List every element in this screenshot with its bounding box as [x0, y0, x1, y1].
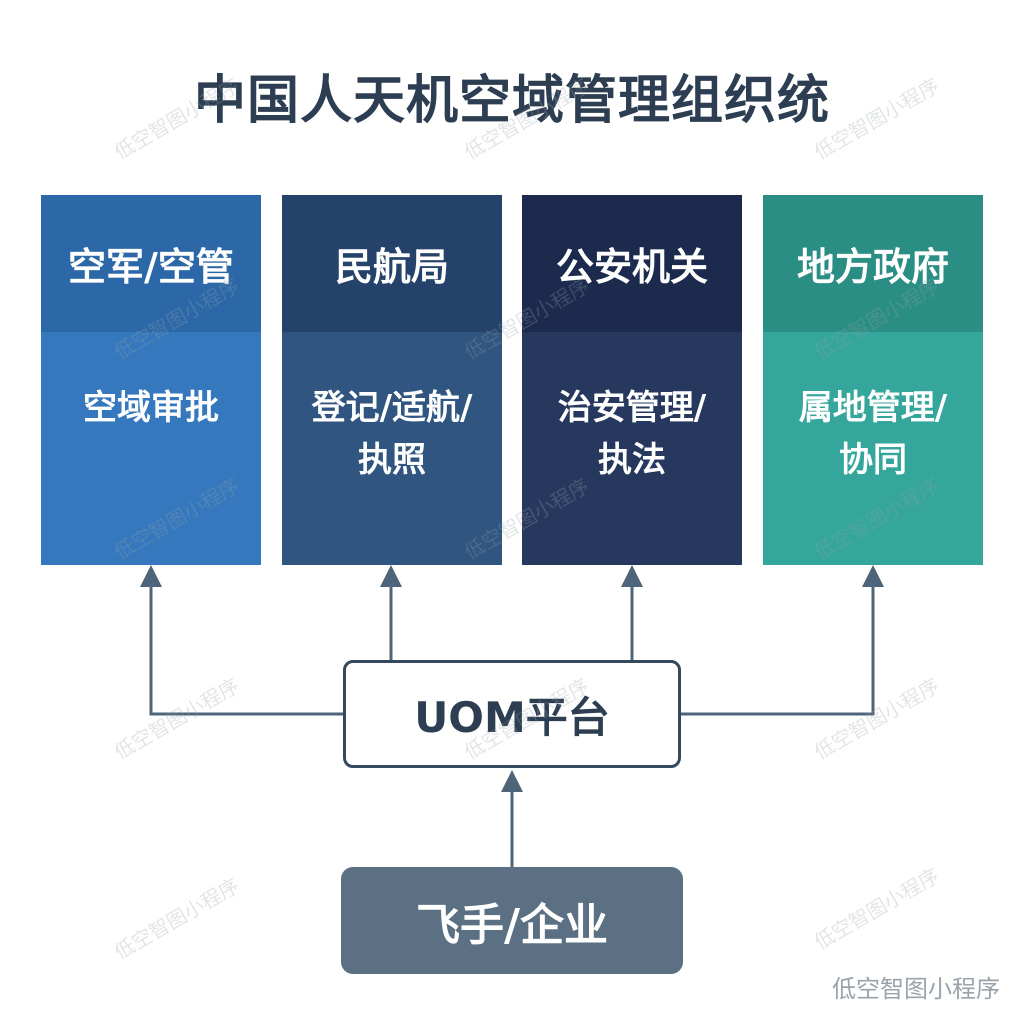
authority-column-police: 公安机关 治安管理/ 执法 [522, 195, 742, 565]
column-body: 治安管理/ 执法 [522, 332, 742, 565]
column-header: 空军/空管 [41, 195, 261, 332]
uom-platform-box: UOM平台 [343, 660, 681, 768]
diagram-title: 中国人天机空域管理组织统 [193, 71, 830, 131]
authority-column-caac: 民航局 登记/适航/ 执照 [282, 195, 502, 565]
column-body: 登记/适航/ 执照 [282, 332, 502, 565]
authority-column-local-government: 地方政府 属地管理/ 协同 [763, 195, 983, 565]
pilot-enterprise-box: 飞手/企业 [341, 867, 683, 974]
arrowhead-local-government [862, 565, 884, 587]
arrowhead-caac [380, 565, 402, 587]
column-body: 空域审批 [41, 332, 261, 565]
connector-to-local-government [681, 583, 875, 716]
arrowhead-police [621, 565, 643, 587]
column-header: 民航局 [282, 195, 502, 332]
connector-to-air-force [149, 583, 343, 716]
column-header: 地方政府 [763, 195, 983, 332]
column-body: 属地管理/ 协同 [763, 332, 983, 565]
authority-column-air-force: 空军/空管 空域审批 [41, 195, 261, 565]
corner-watermark: 低空智图小程序 [832, 975, 1000, 1003]
arrowhead-platform [501, 770, 523, 792]
column-header: 公安机关 [522, 195, 742, 332]
arrowhead-air-force [140, 565, 162, 587]
